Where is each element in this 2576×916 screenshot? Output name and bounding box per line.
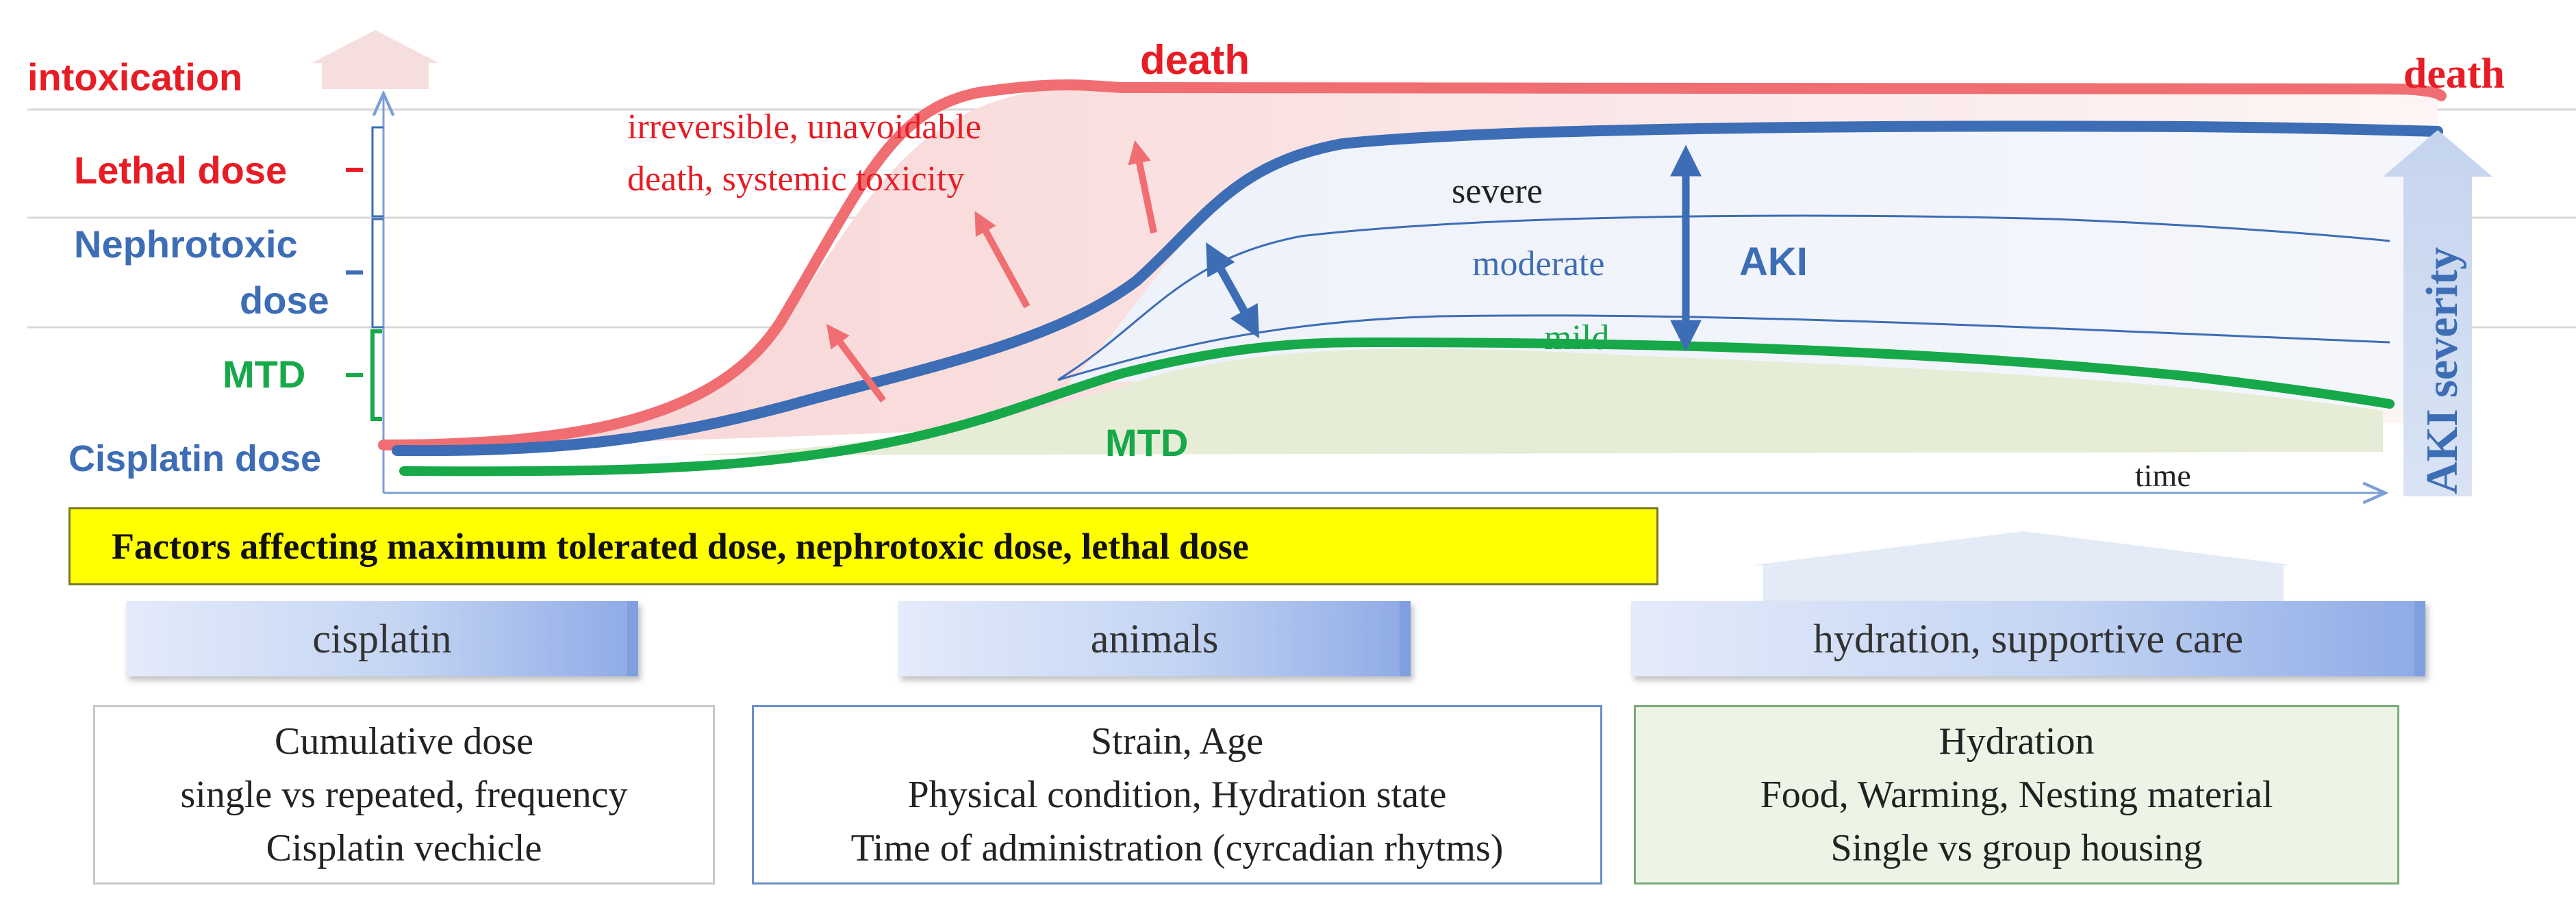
lethal-dose-label: Lethal dose [74, 149, 287, 192]
category-cap [2414, 601, 2425, 676]
animals-factor-item: Time of administration (cyrcadian rhytms… [850, 827, 1504, 869]
irreversible-label-1: irreversible, unavoidable [627, 107, 981, 147]
time-label: time [2135, 458, 2191, 493]
category-cap [627, 601, 638, 676]
intoxication-label: intoxication [27, 55, 242, 99]
category-cisplatin: cisplatin [126, 601, 638, 676]
mtd-curve [399, 337, 2395, 476]
intoxication-arrow [312, 30, 439, 89]
nephrotoxic-label-2: dose [240, 279, 329, 322]
nephro-bracket [371, 218, 383, 329]
moderate-label: moderate [1472, 244, 1604, 283]
category-animals-title: animals [1090, 615, 1219, 661]
mild-curve [1057, 314, 2390, 381]
red-arrow-1 [826, 324, 887, 403]
death-peak-label: death [1140, 37, 1250, 83]
hydration-factor-item: Food, Warming, Nesting material [1760, 774, 2273, 816]
mtd-area-label: MTD [1105, 421, 1188, 464]
severe-label: severe [1452, 172, 1543, 211]
death-curve [378, 79, 2447, 450]
cisplatin-factor-item: single vs repeated, frequency [180, 774, 628, 816]
dose-time-diagram: intoxication death death Lethal dose Nep… [27, 30, 2576, 507]
hydration-factor-item: Single vs group housing [1830, 827, 2203, 869]
category-animals: animals [898, 601, 1411, 676]
mtd-axis-label: MTD [223, 353, 305, 396]
death-end-label: death [2403, 51, 2505, 97]
red-arrow-3 [1128, 140, 1157, 234]
supportive-care-arrow [1753, 531, 2287, 611]
mild-label: mild [1544, 318, 1609, 357]
animals-factor-item: Strain, Age [1091, 720, 1263, 763]
aki-label: AKI [1739, 240, 1808, 284]
animals-factors-box: Strain, Age Physical condition, Hydratio… [752, 705, 1602, 885]
hydration-factor-item: Hydration [1939, 720, 2095, 763]
cisplatin-factor-item: Cisplatin vechicle [266, 827, 542, 869]
cisplatin-dose-label: Cisplatin dose [68, 438, 321, 479]
irreversible-label-2: death, systemic toxicity [627, 160, 964, 199]
animals-factor-item: Physical condition, Hydration state [907, 774, 1447, 816]
nephrotoxic-label-1: Nephrotoxic [74, 222, 298, 266]
factors-banner: Factors affecting maximum tolerated dose… [68, 507, 1658, 585]
mtd-area [685, 348, 2383, 455]
lethal-bracket [371, 126, 383, 218]
red-arrow-2 [974, 211, 1031, 309]
category-hydration: hydration, supportive care [1631, 601, 2425, 676]
hydration-factors-box: Hydration Food, Warming, Nesting materia… [1634, 705, 2399, 885]
cisplatin-factors-box: Cumulative dose single vs repeated, freq… [93, 705, 715, 885]
category-hydration-title: hydration, supportive care [1813, 615, 2244, 661]
category-cisplatin-title: cisplatin [312, 615, 452, 661]
category-cap [1400, 601, 1411, 676]
mtd-bracket [370, 329, 382, 421]
factors-banner-text: Factors affecting maximum tolerated dose… [112, 526, 1249, 567]
aki-severity-label: AKI severity [2417, 247, 2467, 494]
nephro-gap-arrow [1206, 242, 1259, 339]
aki-severity-arrow [2383, 130, 2492, 496]
nephrotoxic-curve [392, 120, 2443, 457]
cisplatin-factor-item: Cumulative dose [275, 720, 533, 763]
